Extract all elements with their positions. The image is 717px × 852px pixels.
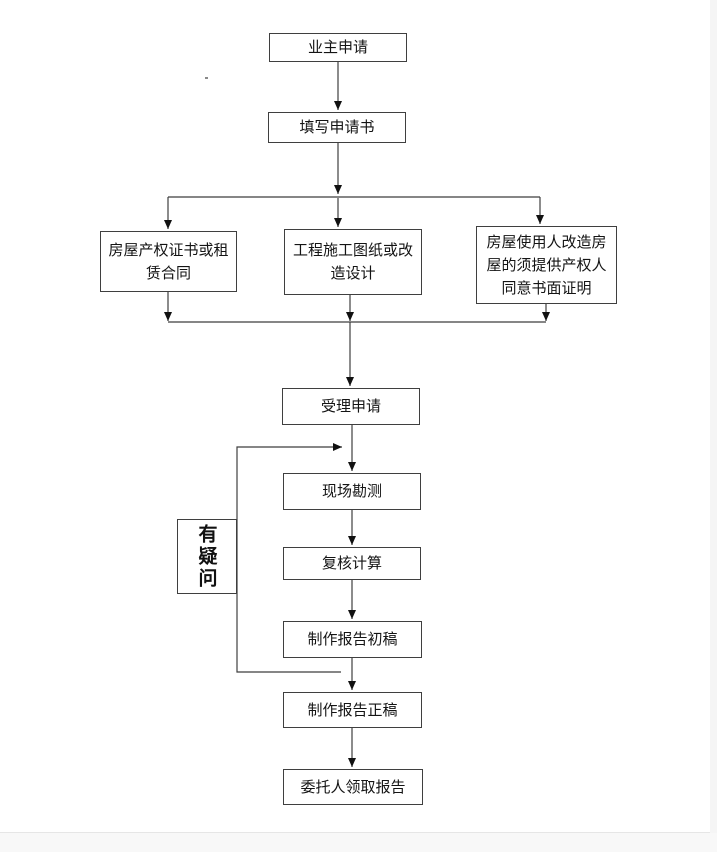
node-owner-consent: 房屋使用人改造房 屋的须提供产权人 同意书面证明 xyxy=(476,226,617,304)
right-gutter xyxy=(710,0,717,833)
node-label: 赁合同 xyxy=(145,263,191,282)
label-have-doubt: 有疑问 xyxy=(177,519,237,594)
node-label: 屋的须提供产权人 xyxy=(486,255,607,274)
node-property-certificate: 房屋产权证书或租 赁合同 xyxy=(100,231,237,292)
node-site-survey: 现场勘测 xyxy=(283,473,421,510)
node-label: 工程施工图纸或改 xyxy=(292,241,413,259)
node-label: 房屋产权证书或租 xyxy=(108,240,229,259)
stray-dot xyxy=(205,77,208,79)
node-label: 造设计 xyxy=(330,264,376,282)
node-label: 同意书面证明 xyxy=(501,278,592,297)
node-label: 复核计算 xyxy=(321,554,382,572)
node-owner-application: 业主申请 xyxy=(269,33,407,62)
node-final-report: 制作报告正稿 xyxy=(283,692,422,728)
node-label: 受理申请 xyxy=(320,397,381,415)
edge-doubt-feedback-loop xyxy=(236,443,342,673)
node-construction-drawings: 工程施工图纸或改 造设计 xyxy=(284,229,422,295)
node-label: 现场勘测 xyxy=(321,482,382,500)
node-accept-application: 受理申请 xyxy=(282,388,420,425)
node-draft-report: 制作报告初稿 xyxy=(283,621,422,658)
node-label: 业主申请 xyxy=(307,38,368,56)
node-collect-report: 委托人领取报告 xyxy=(283,769,423,805)
node-label: 填写申请书 xyxy=(299,118,375,136)
node-label: 房屋使用人改造房 xyxy=(486,232,607,251)
node-label: 制作报告初稿 xyxy=(307,630,398,648)
node-label: 制作报告正稿 xyxy=(307,700,398,719)
node-review-calculation: 复核计算 xyxy=(283,547,421,580)
node-label: 委托人领取报告 xyxy=(300,777,406,796)
node-fill-application: 填写申请书 xyxy=(268,112,406,143)
label-have-doubt-text: 有疑问 xyxy=(195,523,218,590)
